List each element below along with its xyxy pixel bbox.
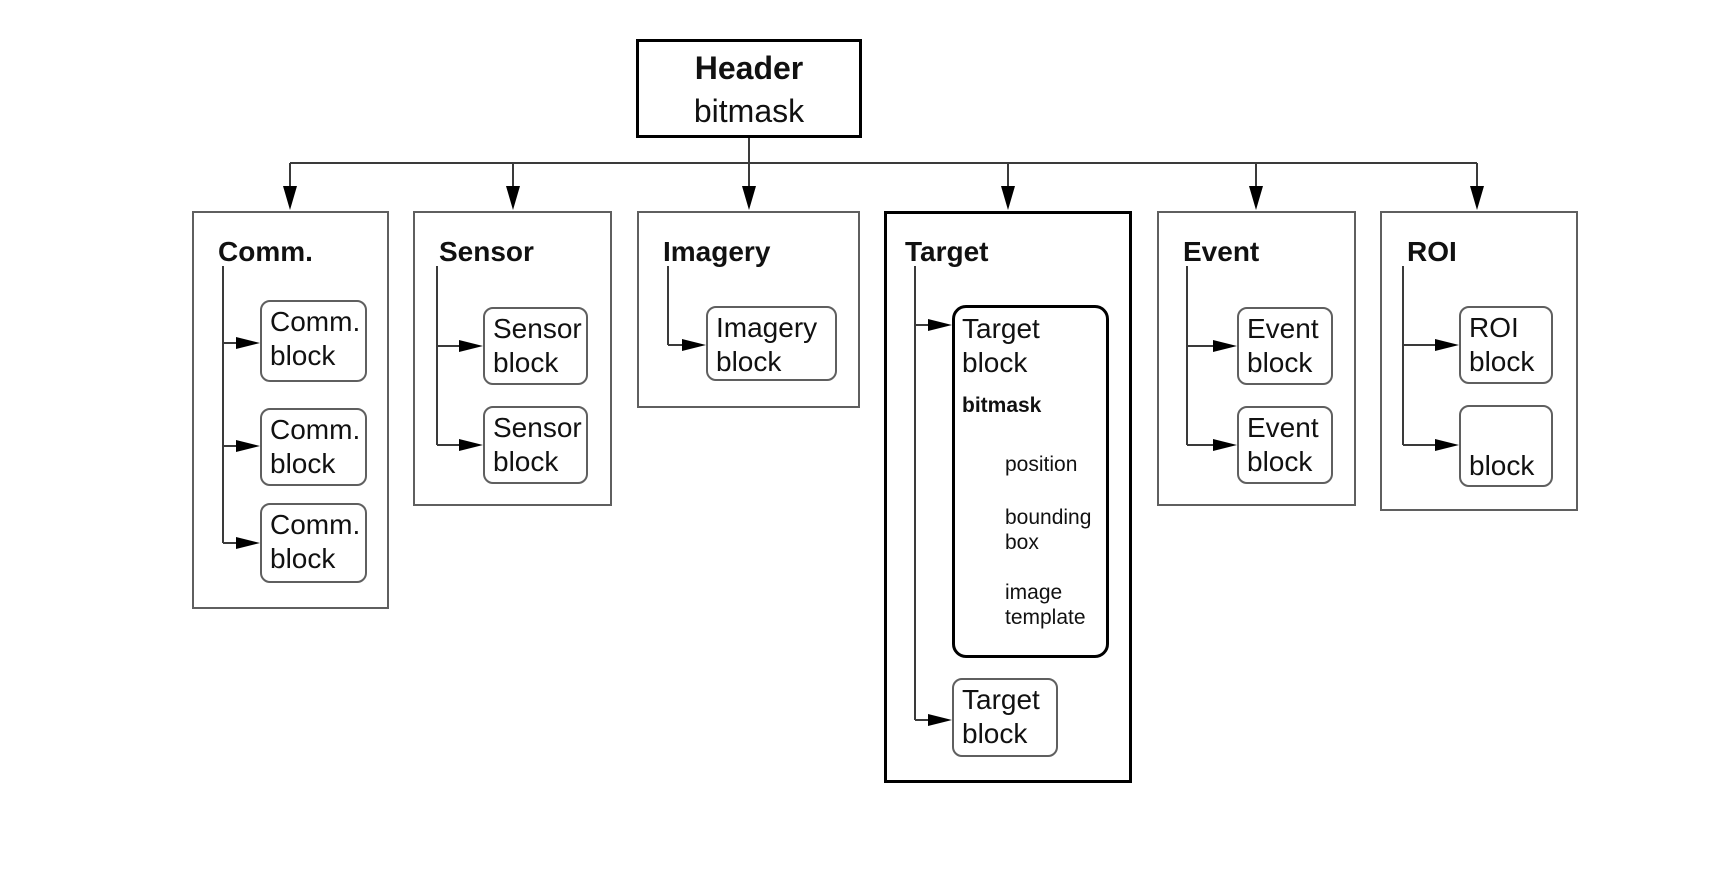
event-block-1: Event block — [1237, 307, 1333, 385]
target-field-position: position — [1005, 453, 1078, 476]
right-arrow-icon — [1435, 339, 1459, 351]
target-bitmask-label: bitmask — [962, 394, 1042, 417]
header-subtitle: bitmask — [693, 93, 805, 129]
right-arrow-icon — [459, 340, 483, 352]
group-roi-title: ROI — [1407, 236, 1457, 267]
sensor-block-2: Sensor block — [483, 406, 588, 484]
right-arrow-icon — [1435, 439, 1459, 451]
imagery-block-1: Imagery block — [706, 306, 837, 381]
group-roi: ROI ROI block block — [1380, 211, 1578, 511]
right-arrow-icon — [682, 339, 706, 351]
right-arrow-icon — [1213, 340, 1237, 352]
event-block-2: Event block — [1237, 406, 1333, 484]
group-event-title: Event — [1183, 236, 1260, 267]
group-comm-title: Comm. — [218, 236, 313, 267]
roi-block-1: ROI block — [1459, 306, 1553, 384]
target-main-block-label: Target block — [962, 313, 1040, 378]
comm-block-2: Comm. block — [260, 408, 367, 486]
right-arrow-icon — [928, 714, 952, 726]
right-arrow-icon — [1213, 439, 1237, 451]
group-comm: Comm. Comm. block Comm. block Comm. bloc… — [192, 211, 389, 609]
roi-block-2: block — [1459, 405, 1553, 487]
down-arrow-icon — [742, 186, 756, 210]
header-title: Header — [694, 50, 804, 86]
sensor-block-1: Sensor block — [483, 307, 588, 385]
group-target-title: Target — [905, 236, 989, 267]
target-field-bounding-box: bounding box — [1005, 506, 1092, 554]
group-event: Event Event block Event block — [1157, 211, 1356, 506]
right-arrow-icon — [236, 337, 260, 349]
right-arrow-icon — [236, 440, 260, 452]
header-box: Header bitmask — [636, 39, 862, 138]
down-arrow-icon — [1470, 186, 1484, 210]
comm-block-1: Comm. block — [260, 300, 367, 382]
right-arrow-icon — [459, 439, 483, 451]
group-target: Target Target block bitmask position bou… — [884, 211, 1132, 783]
down-arrow-icon — [506, 186, 520, 210]
right-arrow-icon — [236, 537, 260, 549]
target-main-block: Target block bitmask position bounding b… — [952, 305, 1109, 658]
group-sensor: Sensor Sensor block Sensor block — [413, 211, 612, 506]
group-imagery: Imagery Imagery block — [637, 211, 860, 408]
target-field-image-template: image template — [1005, 581, 1086, 629]
down-arrow-icon — [1249, 186, 1263, 210]
down-arrow-icon — [283, 186, 297, 210]
target-block-2: Target block — [952, 678, 1058, 757]
down-arrow-icon — [1001, 186, 1015, 210]
comm-block-3: Comm. block — [260, 503, 367, 583]
group-sensor-title: Sensor — [439, 236, 534, 267]
right-arrow-icon — [928, 319, 952, 331]
group-imagery-title: Imagery — [663, 236, 771, 267]
